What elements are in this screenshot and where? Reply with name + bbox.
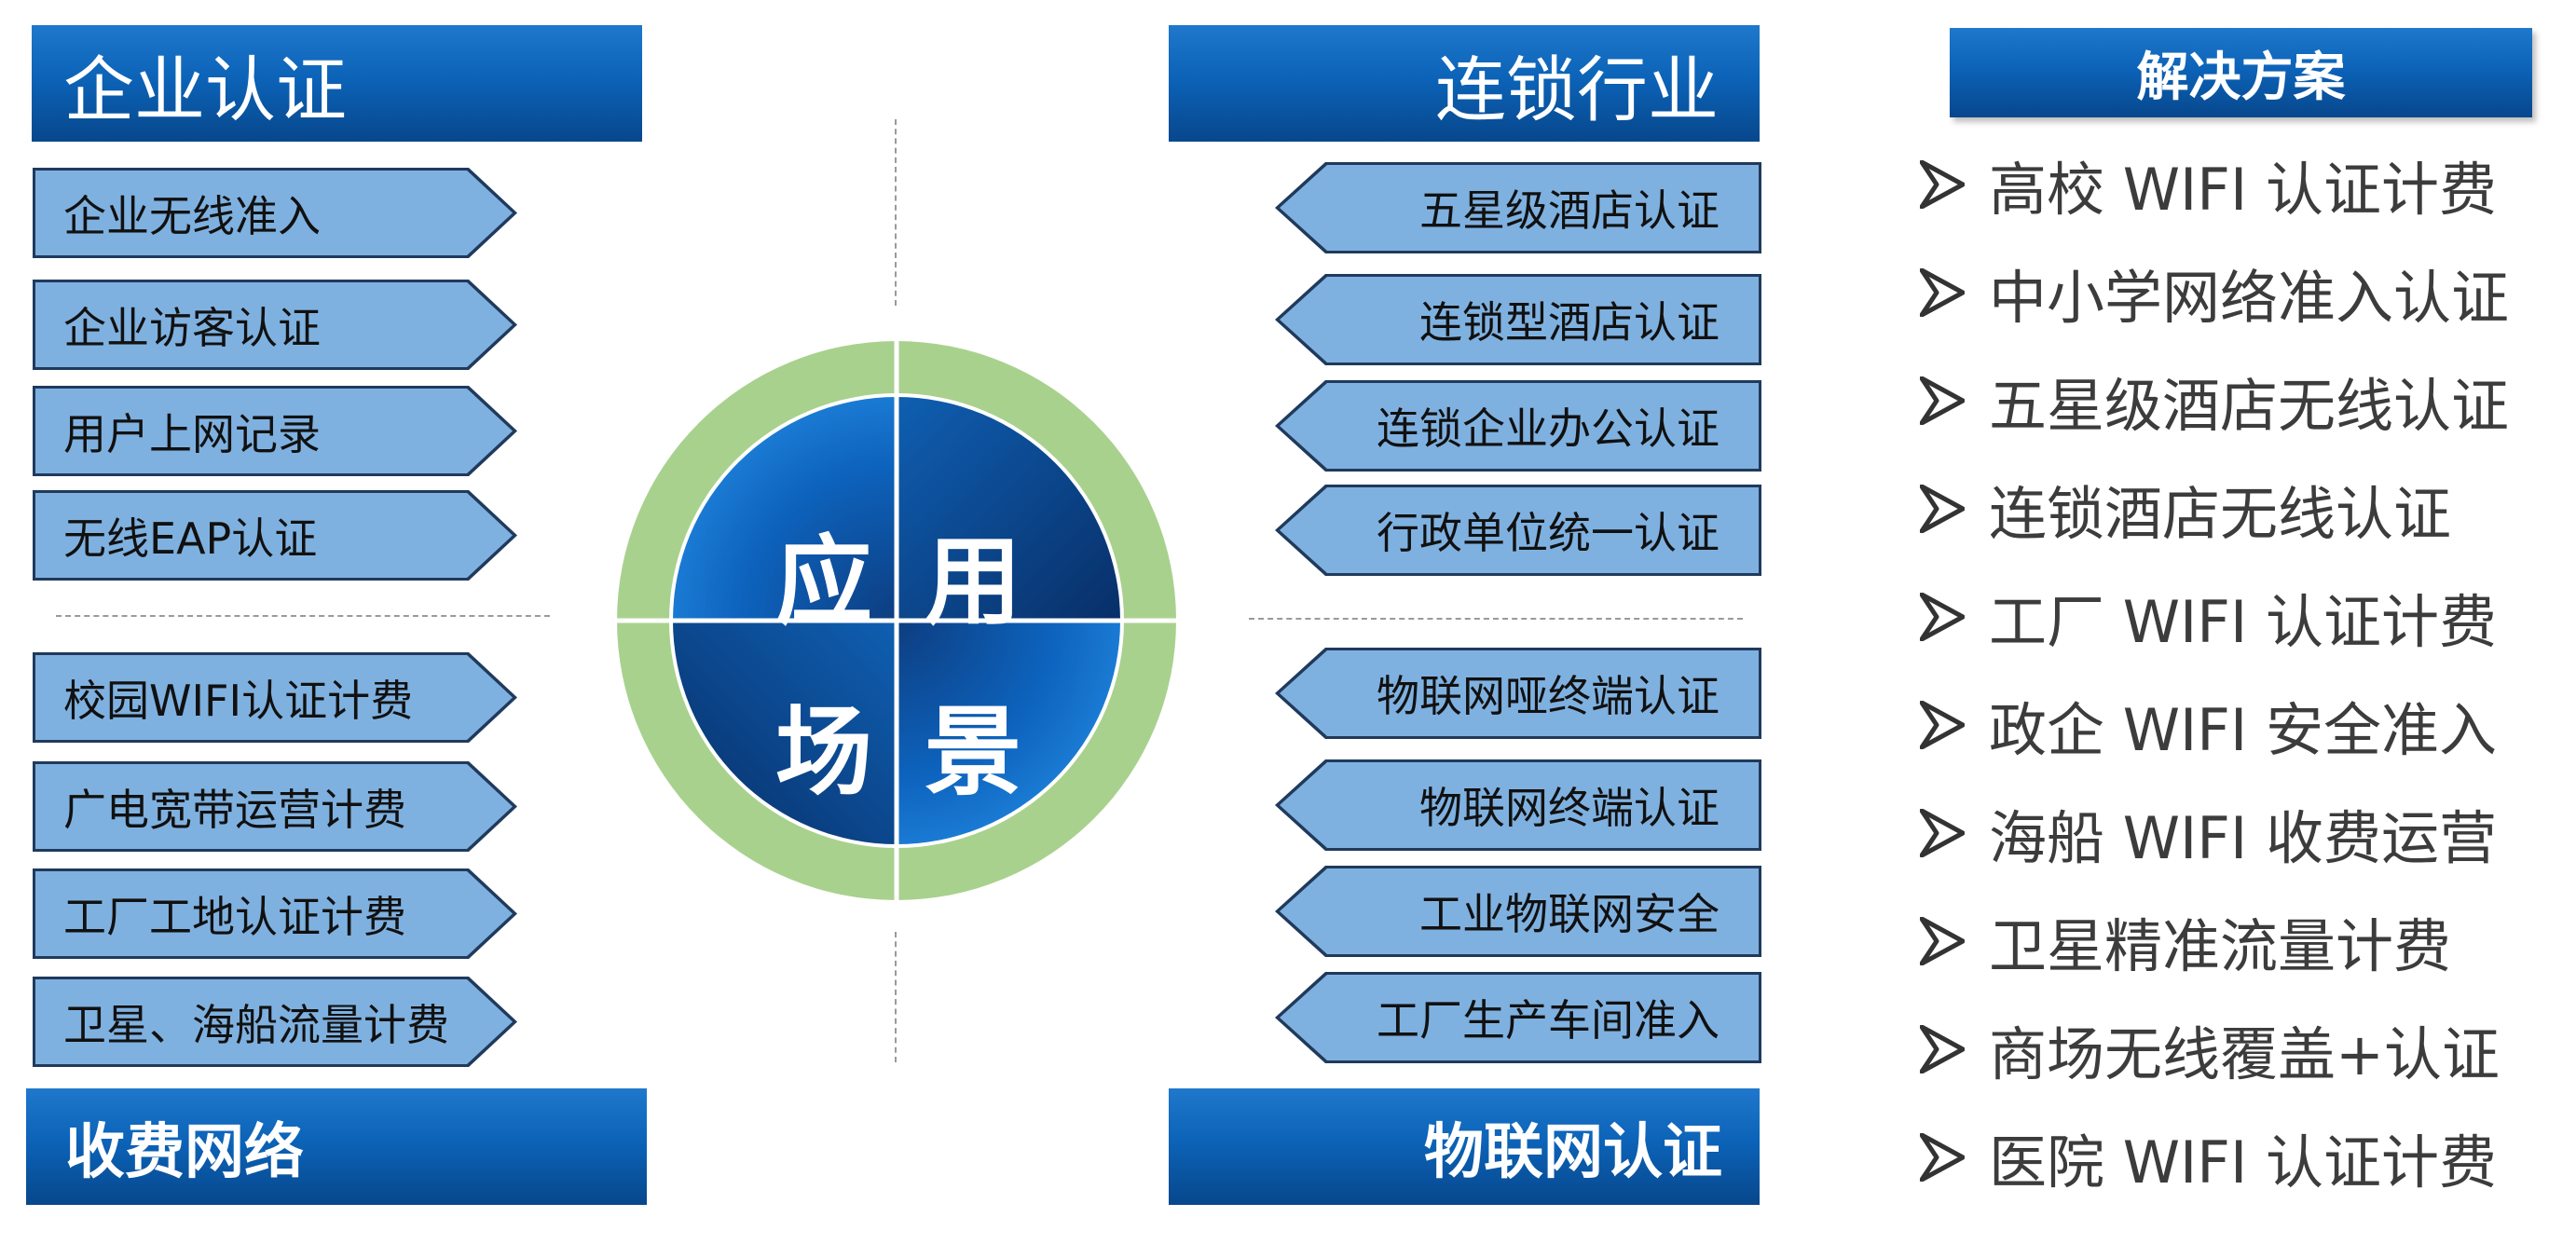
- right-bottom-arrow-1: 物联网哑终端认证: [1275, 648, 1761, 739]
- right-top-arrow-1: 五星级酒店认证: [1275, 162, 1761, 253]
- solution-item: 海船 WIFI 收费运营: [1920, 786, 2497, 880]
- right-top-arrow-4: 行政单位统一认证: [1275, 485, 1761, 576]
- paid-network-header: 收费网络: [26, 1088, 647, 1205]
- right-bottom-arrow-2: 物联网终端认证: [1275, 759, 1761, 851]
- left-top-arrow-4: 无线EAP认证: [33, 490, 517, 581]
- solution-item: 医院 WIFI 认证计费: [1920, 1111, 2497, 1204]
- arrowhead-bullet-icon: [1920, 593, 1965, 641]
- center-divider-top: [895, 119, 897, 306]
- wheel-char-ying: 应: [774, 525, 872, 638]
- arrow-label: 工厂生产车间准入: [1280, 975, 1759, 1060]
- arrowhead-bullet-icon: [1920, 485, 1965, 533]
- wheel-quadrant-bottom-right: [897, 621, 1120, 844]
- wheel-char-chang: 场: [774, 695, 872, 809]
- left-top-arrow-3: 用户上网记录: [33, 386, 517, 476]
- solution-item-label: 连锁酒店无线认证: [1989, 480, 2452, 548]
- right-top-arrow-2: 连锁型酒店认证: [1275, 274, 1761, 365]
- left-bottom-arrow-4: 卫星、海船流量计费: [33, 977, 517, 1067]
- solution-item: 五星级酒店无线认证: [1920, 354, 2509, 447]
- solution-item-label: 海船 WIFI 收费运营: [1989, 804, 2497, 872]
- right-bottom-arrow-4: 工厂生产车间准入: [1275, 972, 1761, 1063]
- application-scenario-wheel: [613, 337, 1180, 904]
- solution-item: 商场无线覆盖+认证: [1920, 1003, 2500, 1096]
- solution-item: 连锁酒店无线认证: [1920, 462, 2451, 555]
- arrow-label: 无线EAP认证: [35, 493, 513, 578]
- solutions-title: 解决方案: [2136, 47, 2346, 108]
- arrow-label: 校园WIFI认证计费: [35, 655, 513, 740]
- right-divider: [1249, 618, 1743, 620]
- solution-item-label: 卫星精准流量计费: [1989, 912, 2452, 980]
- iot-auth-title: 物联网认证: [1424, 1117, 1722, 1187]
- left-top-arrow-2: 企业访客认证: [33, 280, 517, 370]
- right-bottom-arrow-3: 工业物联网安全: [1275, 866, 1761, 957]
- arrow-label: 物联网终端认证: [1280, 762, 1759, 848]
- wheel-quadrant-bottom-left: [673, 621, 897, 844]
- arrow-label: 物联网哑终端认证: [1280, 650, 1759, 736]
- center-divider-bottom: [895, 932, 897, 1062]
- iot-auth-header: 物联网认证: [1169, 1088, 1760, 1205]
- right-top-arrow-3: 连锁企业办公认证: [1275, 380, 1761, 472]
- arrow-label: 连锁型酒店认证: [1280, 277, 1759, 362]
- left-bottom-arrow-3: 工厂工地认证计费: [33, 868, 517, 959]
- arrowhead-bullet-icon: [1920, 1025, 1965, 1073]
- left-bottom-arrow-1: 校园WIFI认证计费: [33, 652, 517, 743]
- left-divider: [56, 615, 550, 617]
- arrow-label: 工业物联网安全: [1280, 868, 1759, 954]
- enterprise-auth-title: 企业认证: [63, 48, 347, 131]
- solution-item-label: 医院 WIFI 认证计费: [1989, 1128, 2497, 1196]
- wheel-quadrant-top-left: [673, 397, 897, 621]
- arrow-label: 企业访客认证: [35, 282, 513, 367]
- solution-item-label: 工厂 WIFI 认证计费: [1989, 588, 2497, 656]
- arrow-label: 用户上网记录: [35, 389, 513, 473]
- arrowhead-bullet-icon: [1920, 160, 1965, 209]
- solution-item: 政企 WIFI 安全准入: [1920, 678, 2497, 772]
- solution-item: 卫星精准流量计费: [1920, 895, 2451, 988]
- solution-item-label: 中小学网络准入认证: [1989, 264, 2510, 332]
- solutions-header: 解决方案: [1950, 28, 2532, 117]
- arrow-label: 连锁企业办公认证: [1280, 383, 1759, 469]
- arrow-label: 五星级酒店认证: [1280, 165, 1759, 251]
- solution-item-label: 政企 WIFI 安全准入: [1989, 696, 2497, 764]
- enterprise-auth-header: 企业认证: [32, 25, 642, 142]
- left-bottom-arrow-2: 广电宽带运营计费: [33, 761, 517, 852]
- solution-item: 工厂 WIFI 认证计费: [1920, 570, 2497, 663]
- solution-item-label: 商场无线覆盖+认证: [1989, 1020, 2500, 1088]
- left-top-arrow-1: 企业无线准入: [33, 168, 517, 258]
- wheel-char-yong: 用: [924, 525, 1021, 638]
- wheel-char-jing: 景: [924, 695, 1021, 809]
- arrowhead-bullet-icon: [1920, 701, 1965, 749]
- arrow-label: 工厂工地认证计费: [35, 871, 513, 956]
- arrowhead-bullet-icon: [1920, 376, 1965, 425]
- arrowhead-bullet-icon: [1920, 917, 1965, 965]
- arrow-label: 卫星、海船流量计费: [35, 979, 513, 1064]
- arrow-label: 行政单位统一认证: [1280, 487, 1759, 573]
- solution-item: 中小学网络准入认证: [1920, 246, 2509, 339]
- chain-industry-header: 连锁行业: [1169, 25, 1760, 142]
- arrow-label: 企业无线准入: [35, 171, 513, 255]
- arrow-label: 广电宽带运营计费: [35, 764, 513, 849]
- wheel-quadrant-top-right: [897, 397, 1120, 621]
- solution-item-label: 高校 WIFI 认证计费: [1989, 156, 2497, 224]
- solution-item: 高校 WIFI 认证计费: [1920, 138, 2497, 231]
- solution-item-label: 五星级酒店无线认证: [1989, 372, 2510, 440]
- arrowhead-bullet-icon: [1920, 268, 1965, 317]
- arrowhead-bullet-icon: [1920, 809, 1965, 857]
- paid-network-title: 收费网络: [65, 1117, 304, 1187]
- chain-industry-title: 连锁行业: [1435, 48, 1719, 131]
- arrowhead-bullet-icon: [1920, 1133, 1965, 1182]
